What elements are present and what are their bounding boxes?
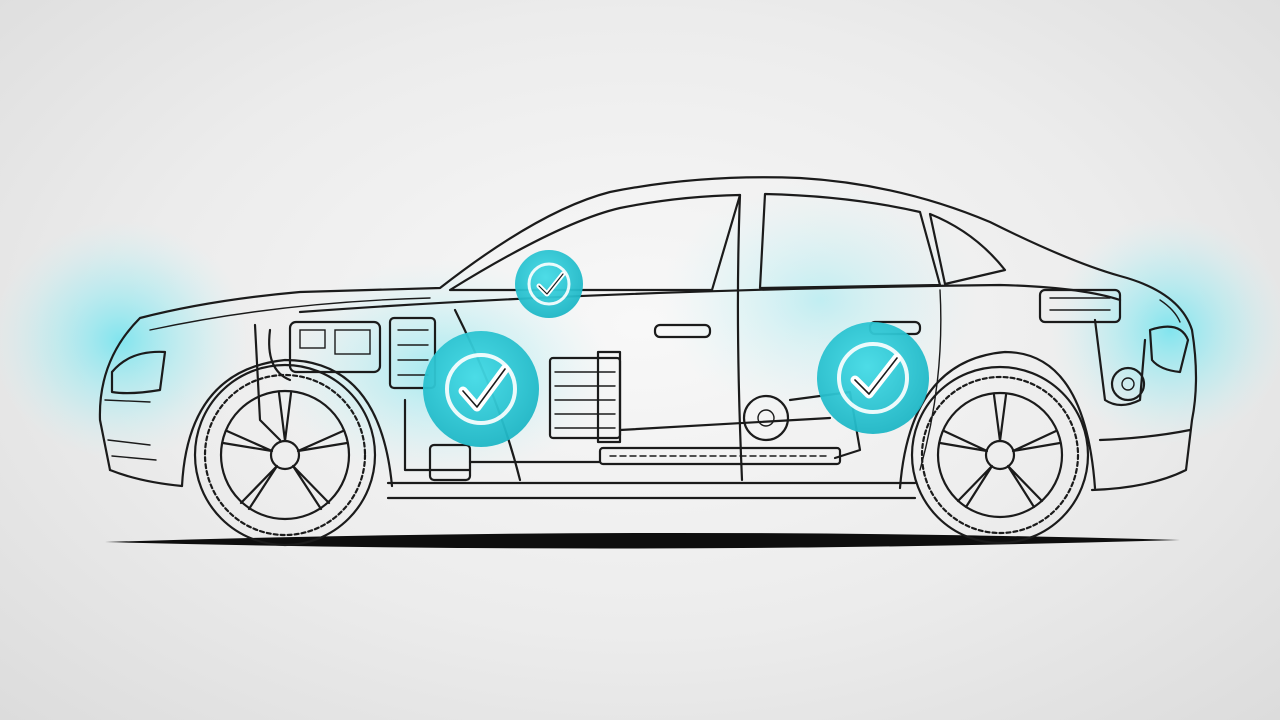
check-badge-small [515, 250, 583, 318]
engine-components [253, 288, 1147, 482]
car-body [98, 176, 1198, 500]
rear-wheel [910, 365, 1090, 545]
glow-right [1050, 215, 1280, 445]
glow-left [0, 220, 250, 460]
check-badge-rear [817, 322, 929, 434]
front-wheel [193, 363, 377, 547]
check-badge-engine [423, 331, 539, 447]
ground-shadow [105, 532, 1180, 549]
